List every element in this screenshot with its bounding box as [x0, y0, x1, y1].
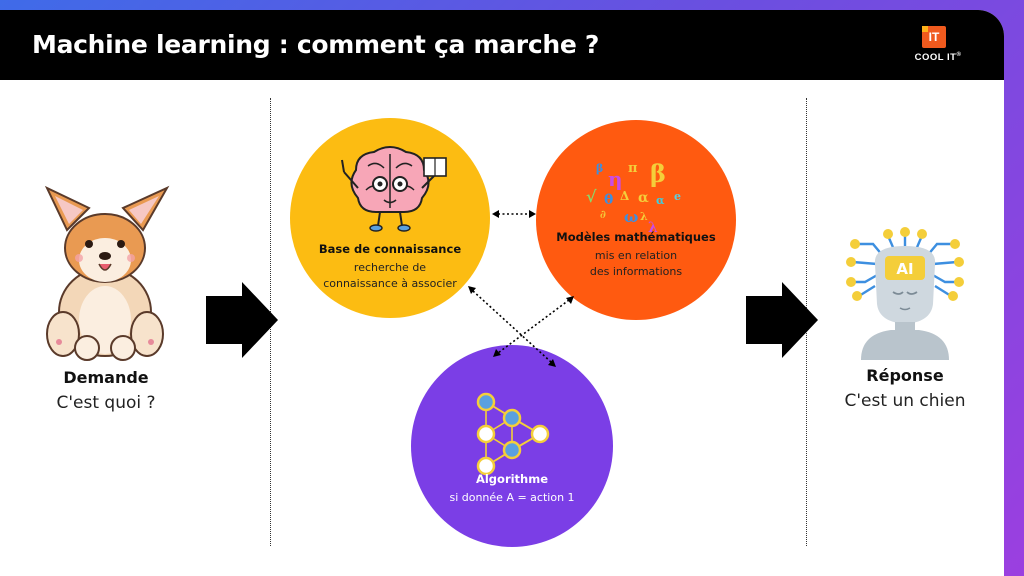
diagram-graphics: β η π β √ θ Δ α α e ∂ ω λ λ — [44, 118, 964, 547]
algorithm-line1: si donnée A = action 1 — [449, 491, 575, 504]
svg-text:e: e — [674, 190, 681, 203]
slide-card: Machine learning : comment ça marche ? I… — [0, 10, 1004, 576]
knowledge-line1: recherche de — [353, 261, 427, 274]
arrow-right-right — [746, 282, 818, 358]
svg-text:√: √ — [586, 187, 597, 206]
models-line1: mis en relation — [594, 249, 678, 262]
brain-reading-icon — [341, 146, 447, 232]
output-title: Réponse — [866, 366, 944, 385]
svg-text:ω: ω — [624, 208, 638, 226]
math-symbols-icon: β η π β √ θ Δ α α e ∂ ω λ λ — [586, 159, 681, 236]
svg-text:β: β — [596, 162, 603, 175]
knowledge-node: Base de connaissance recherche de connai… — [310, 242, 470, 292]
knowledge-title: Base de connaissance — [318, 242, 462, 256]
arrow-right-left — [206, 282, 278, 358]
logo-mark: IT — [922, 26, 946, 48]
svg-text:∂: ∂ — [600, 208, 606, 221]
svg-text:η: η — [608, 167, 623, 191]
svg-text:AI: AI — [896, 260, 913, 278]
input-label: Demande C'est quoi ? — [16, 368, 196, 413]
svg-text:Δ: Δ — [620, 189, 629, 203]
svg-text:λ: λ — [648, 220, 658, 236]
models-node: Modèles mathématiques mis en relation de… — [556, 230, 716, 280]
input-title: Demande — [63, 368, 149, 387]
svg-text:θ: θ — [604, 192, 613, 208]
algorithm-title: Algorithme — [475, 472, 549, 486]
algorithm-node: Algorithme si donnée A = action 1 — [432, 472, 592, 506]
svg-text:π: π — [628, 161, 638, 176]
link-models-algorithm — [497, 299, 570, 354]
svg-text:α: α — [656, 194, 665, 207]
logo-text: COOL IT® — [914, 52, 962, 64]
svg-text:λ: λ — [640, 210, 648, 223]
page-title: Machine learning : comment ça marche ? — [32, 30, 600, 59]
corgi-dog-icon — [44, 185, 170, 361]
models-circle — [536, 120, 736, 320]
ai-robot-icon: AI — [846, 227, 964, 360]
output-label: Réponse C'est un chien — [815, 366, 995, 411]
input-subtitle: C'est quoi ? — [56, 393, 156, 413]
output-subtitle: C'est un chien — [844, 391, 966, 411]
models-line2: des informations — [589, 265, 683, 278]
knowledge-line2: connaissance à associer — [323, 277, 457, 290]
models-title: Modèles mathématiques — [556, 230, 716, 244]
svg-text:α: α — [638, 190, 649, 206]
svg-text:β: β — [650, 159, 666, 188]
header-bar: Machine learning : comment ça marche ? I… — [0, 10, 1004, 80]
cool-it-logo: IT COOL IT® — [910, 24, 980, 68]
